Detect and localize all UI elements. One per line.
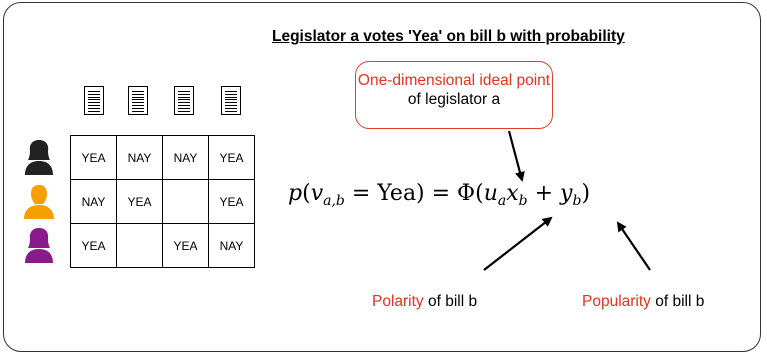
- callout-line-2: of legislator a: [407, 91, 501, 108]
- popularity-rest: of bill b: [650, 293, 705, 310]
- formula-sub-a: a: [497, 193, 507, 209]
- diagram-title: Legislator a votes 'Yea' on bill b with …: [272, 28, 625, 45]
- formula-sub-b2: b: [572, 193, 582, 209]
- probability-formula: p(va,b = Yea) = Φ(uaxb + yb): [288, 181, 591, 209]
- formula-v: v: [310, 181, 324, 206]
- vote-cell: NAY: [162, 135, 209, 180]
- formula-close: ): [581, 181, 591, 206]
- callout-line-1: One-dimensional ideal point: [357, 72, 551, 89]
- bill-document-icon: [84, 86, 104, 115]
- vote-cell: NAY: [116, 135, 163, 180]
- legislator-icon: [25, 228, 53, 263]
- bill-document-icon: [221, 86, 241, 115]
- popularity-highlight: Popularity: [582, 293, 651, 310]
- formula-plus: +: [527, 181, 561, 206]
- formula-y: y: [560, 181, 573, 206]
- vote-cell: NAY: [208, 223, 255, 268]
- legislator-icon: [24, 185, 54, 219]
- vote-cell: YEA: [70, 135, 117, 180]
- vote-cell: YEA: [116, 179, 163, 224]
- diagram-frame: [3, 2, 761, 352]
- popularity-arrow: [616, 221, 651, 271]
- polarity-highlight: Polarity: [372, 293, 424, 310]
- formula-p: p: [288, 181, 303, 206]
- formula-sub-b: b: [518, 193, 528, 209]
- polarity-rest: of bill b: [423, 293, 478, 310]
- formula-x: x: [506, 181, 519, 206]
- ideal-point-callout: One-dimensional ideal point of legislato…: [355, 61, 553, 129]
- polarity-arrow: [483, 216, 553, 271]
- bill-document-icon: [174, 86, 194, 115]
- bill-document-icon: [128, 86, 148, 115]
- formula-sub-ab: a,b: [323, 193, 345, 209]
- vote-cell: YEA: [208, 135, 255, 180]
- vote-cell: NAY: [70, 179, 117, 224]
- legislator-icon: [25, 140, 53, 175]
- ideal-point-arrow: [507, 130, 525, 182]
- formula-eq: = Yea) = Φ(: [344, 181, 484, 206]
- vote-cell: [116, 223, 163, 268]
- popularity-label: Popularity of bill b: [582, 293, 704, 311]
- formula-u: u: [483, 181, 498, 206]
- vote-cell: [162, 179, 209, 224]
- polarity-label: Polarity of bill b: [372, 293, 477, 311]
